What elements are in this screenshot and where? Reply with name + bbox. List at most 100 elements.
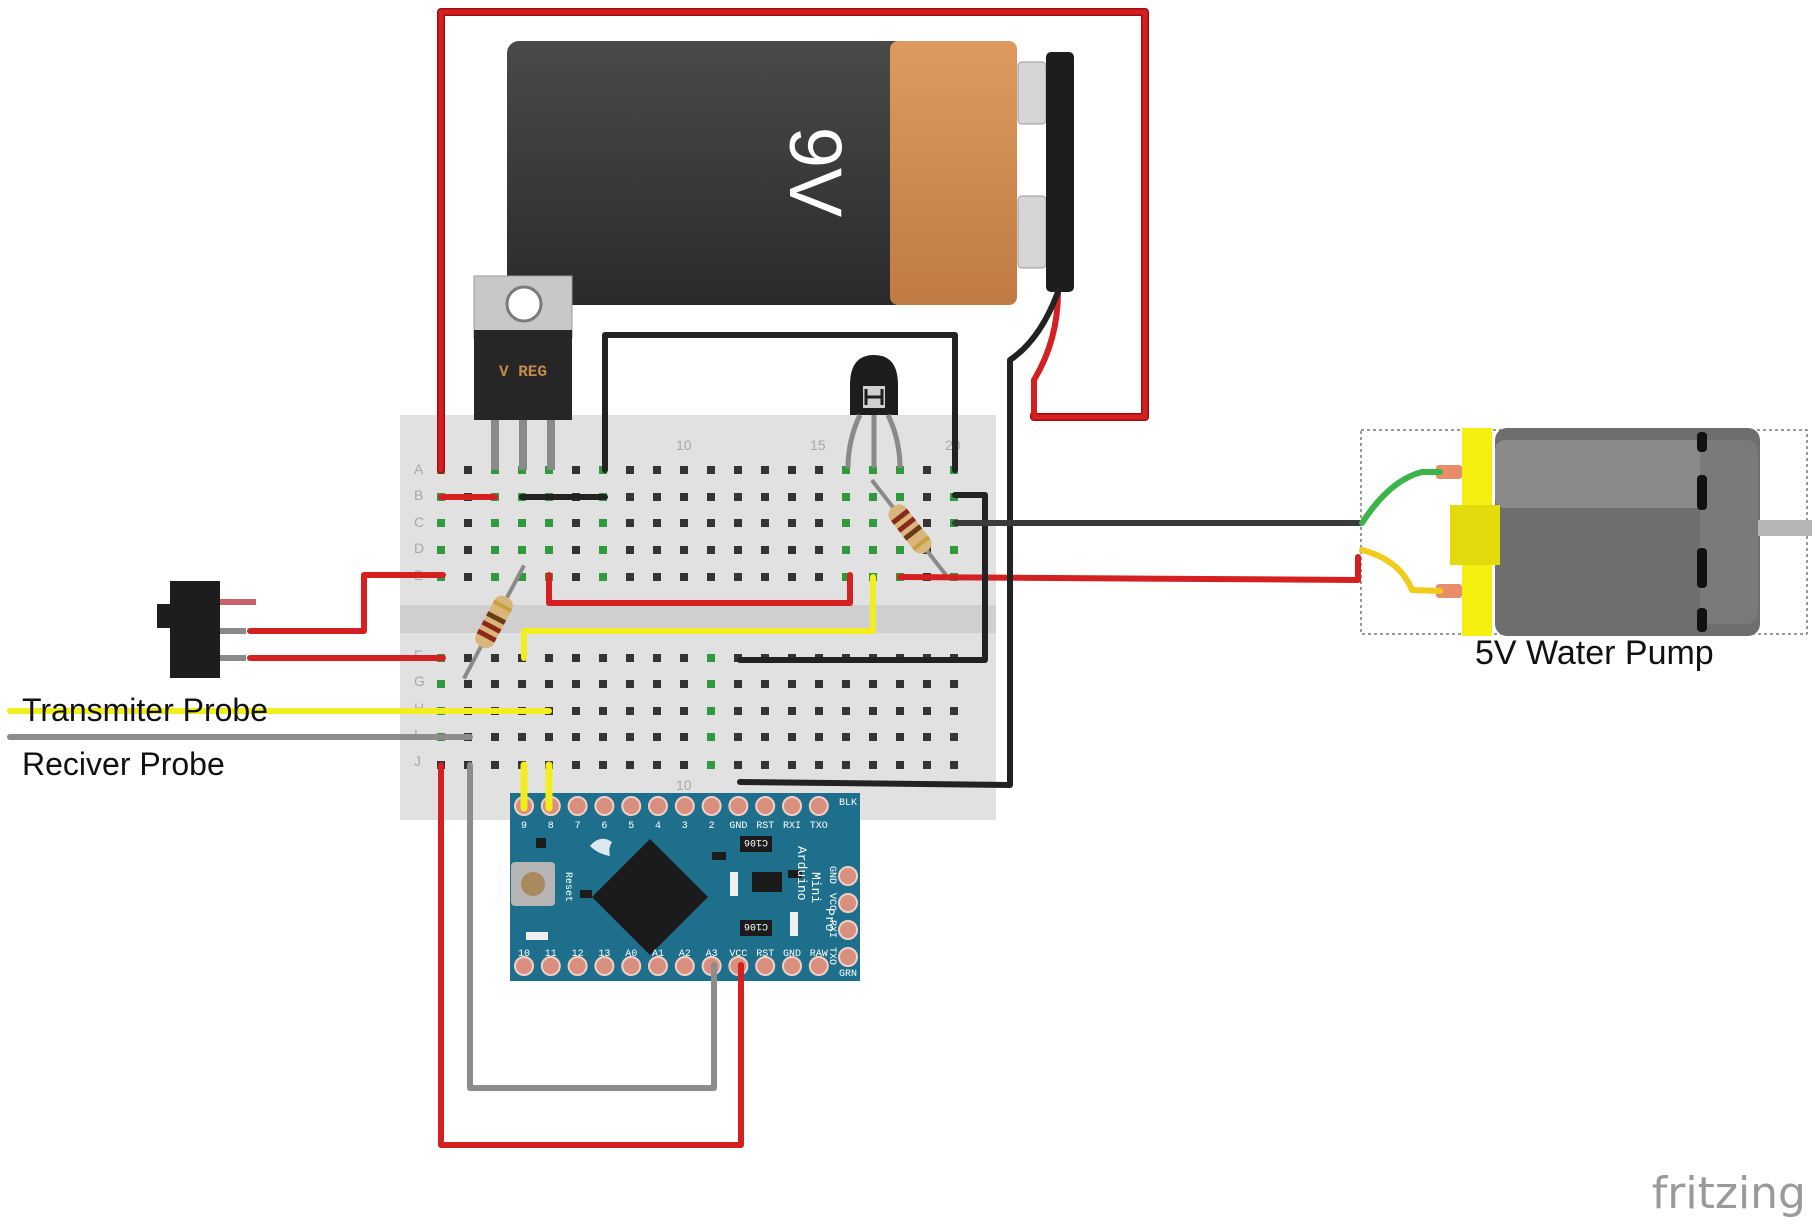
breadboard-hole xyxy=(626,466,634,474)
breadboard-hole xyxy=(896,493,904,501)
breadboard-hole xyxy=(572,466,580,474)
breadboard-hole xyxy=(599,680,607,688)
breadboard-hole xyxy=(869,680,877,688)
breadboard-hole xyxy=(734,493,742,501)
slide-switch xyxy=(157,581,256,678)
resistor-left-band-4 xyxy=(492,599,513,613)
breadboard-hole xyxy=(815,573,823,581)
switch-pin-3 xyxy=(220,655,246,661)
breadboard-hole xyxy=(464,654,472,662)
breadboard-hole xyxy=(869,733,877,741)
row-label-a: A xyxy=(414,461,424,477)
arduino-bottom-pin-label: A3 xyxy=(706,949,718,960)
arduino-bottom-pin-label: RST xyxy=(756,949,774,960)
switch-pin-1 xyxy=(220,599,256,605)
resistor-right-band-4 xyxy=(911,535,931,551)
arduino-bottom-pin xyxy=(621,956,642,976)
breadboard-hole xyxy=(437,680,445,688)
wire-black-right-rail xyxy=(737,492,988,663)
breadboard-hole xyxy=(869,761,877,769)
breadboard-hole xyxy=(626,733,634,741)
arduino-side-pin-label: VCC xyxy=(826,893,837,911)
arduino-side-pin xyxy=(838,866,858,886)
breadboard-hole xyxy=(545,733,553,741)
arduino-top-pin-label: TXO xyxy=(810,821,828,832)
breadboard-hole xyxy=(626,493,634,501)
breadboard-hole xyxy=(923,761,931,769)
breadboard-hole xyxy=(869,707,877,715)
breadboard-hole xyxy=(896,733,904,741)
breadboard-hole xyxy=(491,761,499,769)
breadboard-hole xyxy=(842,493,850,501)
breadboard-hole xyxy=(599,573,607,581)
breadboard-hole xyxy=(653,493,661,501)
arduino-top-pin xyxy=(621,796,642,816)
breadboard-hole xyxy=(842,573,850,581)
breadboard-hole xyxy=(923,519,931,527)
transistor-legs xyxy=(845,413,903,469)
breadboard-hole xyxy=(464,519,472,527)
battery-9v: 9V xyxy=(507,41,1074,305)
breadboard-hole xyxy=(788,573,796,581)
breadboard-hole xyxy=(950,733,958,741)
arduino-top-pin-label: RXI xyxy=(783,821,801,832)
breadboard-hole xyxy=(842,733,850,741)
breadboard-hole xyxy=(572,707,580,715)
arduino-top-pin-label: 5 xyxy=(628,821,634,832)
breadboard-hole xyxy=(653,546,661,554)
capacitor-label-2: C106 xyxy=(744,920,768,931)
arduino-grn-label: GRN xyxy=(839,969,857,980)
arduino-bottom-pin-label: 11 xyxy=(545,949,557,960)
regulator-leg-3 xyxy=(547,420,555,470)
water-pump xyxy=(1360,428,1812,636)
breadboard-hole xyxy=(815,761,823,769)
breadboard-hole xyxy=(707,546,715,554)
pump-end-cap xyxy=(1700,440,1758,624)
breadboard-hole xyxy=(572,519,580,527)
breadboard-hole xyxy=(734,466,742,474)
breadboard-hole xyxy=(599,733,607,741)
breadboard-hole xyxy=(788,466,796,474)
breadboard-hole xyxy=(680,573,688,581)
arduino-top-pin-label: 8 xyxy=(548,821,554,832)
breadboard-hole xyxy=(491,546,499,554)
breadboard-hole xyxy=(626,654,634,662)
wire-red-e-bridge xyxy=(546,572,853,606)
breadboard-hole xyxy=(626,573,634,581)
arduino-top-pin xyxy=(648,796,668,816)
breadboard-hole xyxy=(815,680,823,688)
arduino-bottom-pin-label: 12 xyxy=(572,949,584,960)
transistor-mark-glyph xyxy=(864,389,884,405)
resistor-left-band-1 xyxy=(476,628,497,643)
breadboard-hole xyxy=(599,761,607,769)
pump-terminal-top xyxy=(1436,465,1462,479)
breadboard-hole xyxy=(707,680,715,688)
battery-connector xyxy=(1046,52,1074,292)
breadboard-hole xyxy=(734,546,742,554)
arduino-bottom-pin xyxy=(514,956,534,976)
arduino-bottom-pin xyxy=(674,956,695,976)
battery-body xyxy=(507,41,1017,305)
breadboard-hole xyxy=(950,546,958,554)
arduino-blk-label: BLK xyxy=(839,798,857,809)
breadboard-hole xyxy=(680,761,688,769)
arduino-name-line-3: Pro xyxy=(822,908,837,931)
breadboard-hole xyxy=(734,680,742,688)
arduino-top-pin xyxy=(701,796,722,816)
pump-slot-2 xyxy=(1697,475,1707,510)
breadboard-hole xyxy=(572,546,580,554)
col-label-10: 10 xyxy=(676,437,692,453)
wires xyxy=(7,8,1443,1148)
pump-shaft xyxy=(1758,520,1812,536)
wire-gray-arduino-a3 xyxy=(467,762,717,1091)
breadboard-hole xyxy=(761,466,769,474)
receiver-probe-label: Reciver Probe xyxy=(22,746,225,782)
breadboard-hole xyxy=(842,466,850,474)
regulator-body xyxy=(474,330,572,420)
battery-label: 9V xyxy=(774,127,857,218)
breadboard-hole xyxy=(437,546,445,554)
breadboard-hole xyxy=(842,546,850,554)
breadboard-hole xyxy=(653,733,661,741)
arduino-bottom-pin xyxy=(782,956,802,976)
